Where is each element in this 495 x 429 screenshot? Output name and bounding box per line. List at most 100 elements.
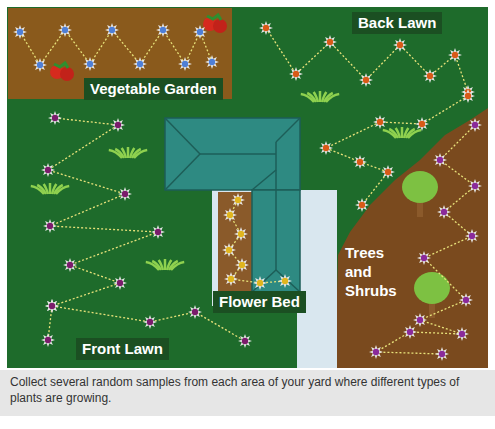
sample-dot (62, 27, 68, 33)
sample-dot (242, 338, 248, 344)
sample-points (13, 15, 482, 361)
sample-dot (407, 329, 413, 335)
sample-star (83, 57, 97, 71)
sample-star (459, 293, 473, 307)
caption-text: Collect several random samples from each… (0, 370, 495, 406)
sample-star (413, 313, 427, 327)
sample-dot (235, 197, 241, 203)
area-label: Trees and Shrubs (345, 243, 407, 300)
sample-star (223, 208, 237, 222)
sample-dot (323, 145, 329, 151)
sample-dot (115, 122, 121, 128)
sample-star (417, 251, 431, 265)
grass-tuft (109, 147, 147, 158)
sample-star (113, 276, 127, 290)
sample-dot (472, 183, 478, 189)
caption-band: Collect several random samples from each… (0, 370, 495, 416)
sample-dot (37, 62, 43, 68)
sample-dot (357, 159, 363, 165)
driveway (297, 190, 337, 368)
sample-star (133, 57, 147, 71)
tomato-icon (50, 63, 74, 81)
sample-dot (238, 231, 244, 237)
sample-star (43, 219, 57, 233)
sample-star (415, 117, 429, 131)
flower-bed-border (212, 188, 258, 306)
sample-dot (49, 303, 55, 309)
sample-dot (417, 317, 423, 323)
sample-star (231, 193, 245, 207)
sample-dot (209, 59, 215, 65)
sample-star (461, 89, 475, 103)
lawn-ground (7, 7, 488, 368)
trees-shrubs-area (335, 108, 488, 368)
sample-dot (227, 212, 233, 218)
sample-route (326, 96, 468, 205)
sample-star (289, 67, 303, 81)
sample-star (48, 111, 62, 125)
sample-star (435, 347, 449, 361)
tree-icon (402, 171, 438, 217)
sample-dot (67, 262, 73, 268)
vegetable-garden-bed (8, 8, 232, 99)
sample-star (359, 73, 373, 87)
area-label: Vegetable Garden (84, 78, 223, 100)
sample-star (13, 25, 27, 39)
sample-star (151, 225, 165, 239)
sample-star (224, 272, 238, 286)
sample-route (266, 28, 468, 92)
sample-star (468, 118, 482, 132)
sample-dot (421, 255, 427, 261)
sample-dot (137, 61, 143, 67)
sample-star (143, 315, 157, 329)
sample-star (45, 299, 59, 313)
sample-dot (263, 25, 269, 31)
sample-star (178, 57, 192, 71)
sample-route (20, 30, 212, 65)
sample-star (63, 258, 77, 272)
sample-dot (441, 209, 447, 215)
sample-star (353, 155, 367, 169)
sample-dot (122, 191, 128, 197)
sample-star (33, 58, 47, 72)
sample-star (465, 229, 479, 243)
sample-route (376, 125, 475, 354)
sample-star (423, 69, 437, 83)
sample-star (193, 25, 207, 39)
sample-star (253, 276, 267, 290)
sample-dot (257, 280, 263, 286)
sample-dot (49, 303, 55, 309)
sample-star (403, 325, 417, 339)
sample-dot (385, 169, 391, 175)
sample-dot (226, 247, 232, 253)
sample-dot (463, 297, 469, 303)
sample-star (205, 55, 219, 69)
sample-star (58, 23, 72, 37)
sample-star (319, 141, 333, 155)
area-label: Flower Bed (213, 291, 306, 313)
sample-dot (459, 331, 465, 337)
sample-dot (182, 61, 188, 67)
grass-tuft (31, 183, 69, 194)
sample-star (448, 48, 462, 62)
sample-star (222, 243, 236, 257)
sample-star (468, 179, 482, 193)
sample-dot (87, 61, 93, 67)
sample-star (156, 23, 170, 37)
sample-star (381, 165, 395, 179)
area-label: Front Lawn (76, 338, 169, 360)
sample-star (455, 327, 469, 341)
sample-star (234, 227, 248, 241)
sample-star (393, 38, 407, 52)
sample-dot (377, 119, 383, 125)
sample-star (437, 205, 451, 219)
sample-dot (282, 278, 288, 284)
sample-dot (47, 223, 53, 229)
sample-dot (45, 337, 51, 343)
sample-dot (17, 29, 23, 35)
tomato-icon (203, 15, 227, 33)
sample-dot (437, 157, 443, 163)
house-roof (165, 118, 300, 292)
sample-star (118, 187, 132, 201)
grass-tuft (301, 91, 339, 102)
